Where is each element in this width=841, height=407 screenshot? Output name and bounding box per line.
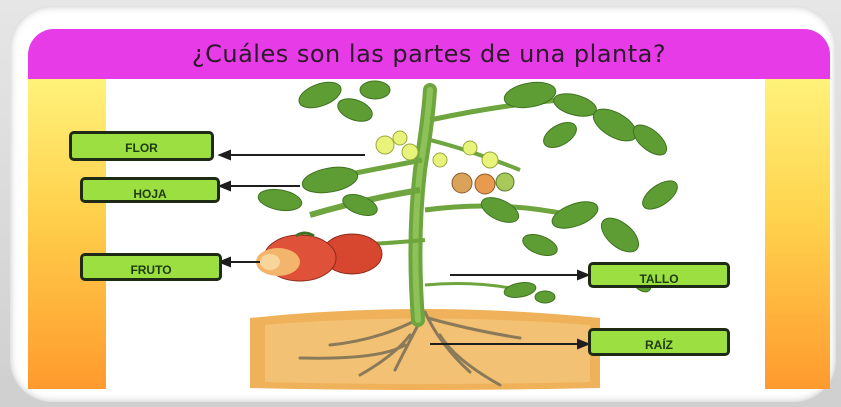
tomatoes	[256, 233, 382, 281]
soil	[250, 309, 600, 390]
label-fruto: FRUTO	[80, 253, 222, 281]
label-hoja: HOJA	[80, 177, 220, 203]
label-raiz: RAÍZ	[588, 328, 730, 356]
label-tallo: TALLO	[588, 262, 730, 288]
label-flor: FLOR	[69, 131, 214, 161]
small-fruits	[452, 173, 514, 194]
flowers	[376, 131, 498, 168]
